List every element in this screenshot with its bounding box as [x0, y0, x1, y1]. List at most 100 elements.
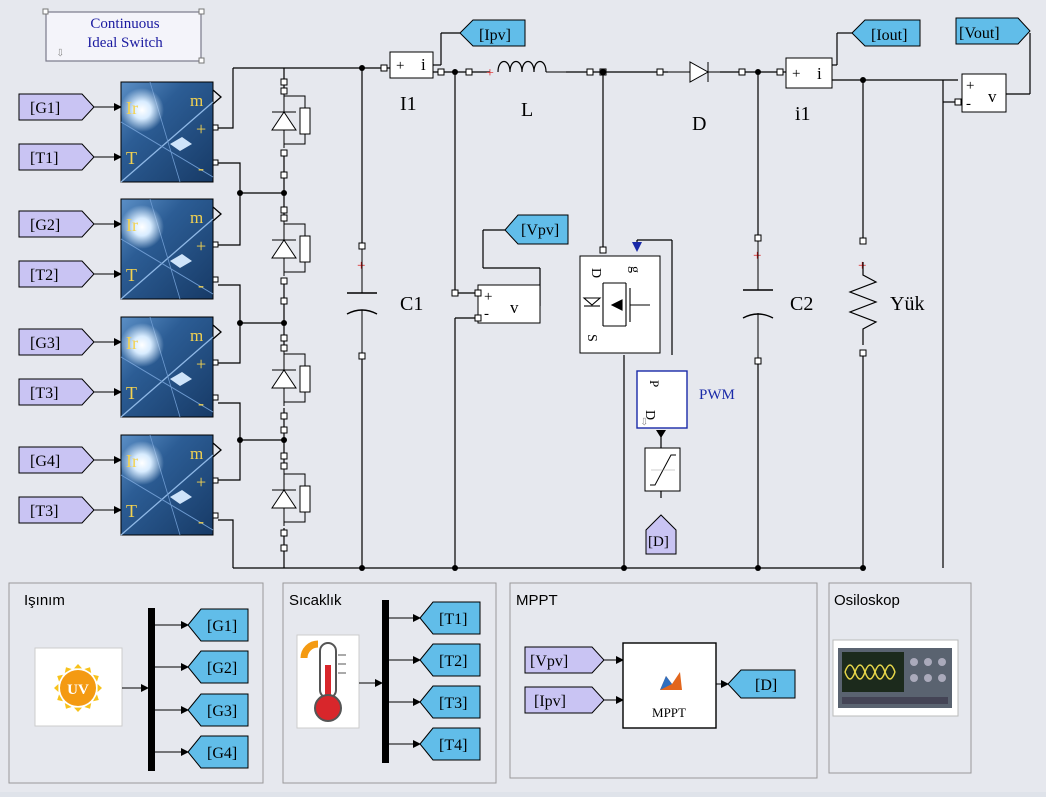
label-i1-out: i1: [795, 103, 811, 125]
from-t-label: [T1]: [30, 150, 58, 167]
svg-text:P: P: [647, 380, 662, 387]
from-g-label: [G1]: [30, 100, 60, 117]
svg-text:+: +: [196, 119, 206, 139]
capacitor-c1[interactable]: + C1: [346, 245, 423, 355]
from-d[interactable]: [D]: [645, 514, 677, 555]
from-t4[interactable]: [T3]: [18, 496, 95, 524]
svg-text:T: T: [126, 265, 137, 285]
pwm-block[interactable]: P D ⇩ PWM: [636, 370, 735, 438]
goto-ipv-label: [Ipv]: [479, 27, 511, 44]
goto-vpv[interactable]: [Vpv]: [504, 214, 569, 245]
gate-arrow: [632, 242, 642, 252]
i1-plus: +: [396, 58, 404, 74]
from-ipv[interactable]: [Ipv]: [524, 686, 605, 714]
bypass-diode-stack: [270, 90, 311, 528]
bypass-diode-4: [270, 468, 311, 528]
saturation-block[interactable]: [644, 447, 681, 492]
goto-sicaklik-1[interactable]: [T1]: [389, 601, 481, 635]
goto-sicaklik-4[interactable]: [T4]: [389, 727, 481, 761]
svg-text:[Iout]: [Iout]: [871, 27, 907, 44]
voltage-meter-out[interactable]: + - v: [961, 73, 1007, 113]
continuous-ideal-switch-block[interactable]: Continuous Ideal Switch ⇩: [42, 8, 205, 64]
bypass-diode-1: [270, 90, 311, 150]
svg-text:m: m: [190, 326, 203, 345]
from-t3[interactable]: [T3]: [18, 378, 95, 406]
uv-sun-icon: UV: [34, 647, 123, 727]
svg-text:m: m: [190, 444, 203, 463]
voltage-meter-vpv[interactable]: + - v: [477, 284, 541, 324]
panel-isinim-title: Işınım: [24, 592, 65, 609]
thermometer-icon: [296, 634, 360, 729]
svg-text:+: +: [792, 66, 800, 82]
svg-text:⇩: ⇩: [640, 417, 648, 428]
load-resistor[interactable]: + Yük: [848, 258, 924, 345]
label-load: Yük: [890, 293, 924, 315]
goto-isinim-2[interactable]: [G2]: [155, 650, 249, 684]
svg-text:+: +: [486, 66, 494, 81]
from-g4[interactable]: [G4]: [18, 446, 95, 474]
panel-osiloskop-title: Osiloskop: [834, 592, 900, 609]
goto-isinim-1[interactable]: [G1]: [155, 608, 249, 642]
from-g-label: [G3]: [30, 335, 60, 352]
oscilloscope-icon[interactable]: [832, 639, 959, 717]
svg-text:-: -: [198, 393, 204, 413]
svg-text:[G2]: [G2]: [207, 660, 237, 677]
svg-text:+: +: [753, 248, 761, 264]
svg-text:T: T: [126, 501, 137, 521]
pv-array-group: [G1][T1]IrTm+-[G2][T2]IrTm+-[G3][T3]IrTm…: [18, 68, 284, 568]
svg-text:v: v: [510, 298, 519, 317]
from-t1[interactable]: [T1]: [18, 143, 95, 171]
svg-text:[Vout]: [Vout]: [959, 25, 1000, 42]
svg-text:i: i: [817, 64, 822, 83]
diode-d[interactable]: D: [668, 61, 720, 135]
svg-text:+: +: [196, 354, 206, 374]
goto-d[interactable]: [D]: [727, 669, 796, 699]
current-meter-i1[interactable]: + i I1: [389, 51, 434, 115]
svg-text:T: T: [126, 383, 137, 403]
goto-ipv[interactable]: [Ipv]: [459, 19, 526, 47]
svg-text:[T1]: [T1]: [439, 611, 467, 628]
svg-text:[T3]: [T3]: [439, 695, 467, 712]
from-g-label: [G2]: [30, 217, 60, 234]
mppt-function-block[interactable]: MPPT: [622, 642, 717, 729]
from-g1[interactable]: [G1]: [18, 93, 95, 121]
goto-iout[interactable]: [Iout]: [851, 19, 921, 47]
mosfet-switch[interactable]: D g S: [579, 242, 661, 354]
bypass-diode-3: [270, 348, 311, 408]
label-i1: I1: [400, 93, 417, 115]
inductor-l[interactable]: + L: [486, 60, 566, 122]
from-t2[interactable]: [T2]: [18, 260, 95, 288]
goto-isinim-3[interactable]: [G3]: [155, 693, 249, 727]
from-g-label: [G4]: [30, 453, 60, 470]
from-vpv[interactable]: [Vpv]: [524, 646, 605, 674]
goto-sicaklik-3[interactable]: [T3]: [389, 685, 481, 719]
svg-text:+: +: [196, 236, 206, 256]
label-d: D: [692, 113, 706, 135]
svg-text:Ir: Ir: [126, 215, 138, 235]
label-l: L: [521, 99, 533, 121]
svg-text:Ir: Ir: [126, 451, 138, 471]
svg-text:[Vpv]: [Vpv]: [530, 653, 568, 670]
goto-isinim-4[interactable]: [G4]: [155, 735, 249, 769]
capacitor-c2[interactable]: + C2: [742, 237, 813, 360]
goto-sicaklik-2[interactable]: [T2]: [389, 643, 481, 677]
svg-text:g: g: [627, 266, 642, 273]
from-t-label: [T2]: [30, 267, 58, 284]
panel-mppt: MPPT [Vpv] [Ipv] MPPT [D]: [509, 582, 818, 779]
from-g3[interactable]: [G3]: [18, 328, 95, 356]
from-g2[interactable]: [G2]: [18, 210, 95, 238]
svg-text:+: +: [858, 258, 866, 274]
current-meter-out[interactable]: + i i1: [785, 57, 833, 125]
goto-vout[interactable]: [Vout]: [955, 17, 1031, 45]
svg-text:-: -: [198, 158, 204, 178]
svg-text:D: D: [588, 268, 603, 278]
